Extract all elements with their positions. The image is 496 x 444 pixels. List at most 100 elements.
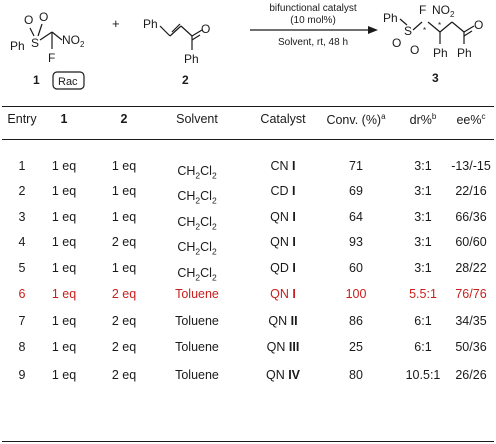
catalyst-cell: QN I: [248, 287, 318, 301]
catalyst-cell: QN I: [248, 210, 318, 224]
catalyst-number: I: [292, 210, 296, 224]
reagent-2-cell: 2 eq: [111, 314, 137, 328]
solvent-cell: CH2Cl2: [150, 189, 244, 206]
catalyst-number: I: [292, 261, 296, 275]
table-top-rule: [2, 106, 494, 107]
catalyst-number: I: [292, 184, 296, 198]
catalyst-number: IV: [288, 368, 301, 382]
solvent-subscript: 2: [211, 170, 217, 181]
ee-cell: 76/76: [455, 287, 487, 301]
catalyst-name: QN: [268, 314, 288, 328]
dr-cell: 3:1: [414, 184, 432, 198]
conversion-cell: 93: [349, 235, 363, 249]
solvent-text: Cl: [200, 240, 212, 254]
compound-1-structure: Ph S O O NO2 F 1 Rac: [10, 10, 85, 90]
solvent-cell: CH2Cl2: [150, 240, 244, 257]
dr-cell: 3:1: [414, 261, 432, 275]
ph-label: Ph: [143, 17, 158, 31]
solvent-text: Toluene: [175, 340, 219, 354]
reagent-1-cell: 1 eq: [51, 235, 77, 249]
solvent-cell: Toluene: [150, 287, 244, 301]
table-header-rule: [2, 139, 494, 140]
ph-label: Ph: [383, 11, 398, 25]
solvent-text: Toluene: [175, 314, 219, 328]
dr-cell: 6:1: [414, 340, 432, 354]
reagent-2-cell: 1 eq: [111, 184, 137, 198]
reaction-arrow: bifunctional catalyst (10 mol%) Solvent,…: [250, 3, 378, 48]
reagent-2-cell: 2 eq: [111, 368, 137, 382]
solvent-cell: CH2Cl2: [150, 266, 244, 283]
conversion-cell: 60: [349, 261, 363, 275]
compound-2-label: 2: [182, 73, 189, 87]
reagent-1-cell: 1 eq: [51, 287, 77, 301]
solvent-cell: Toluene: [150, 340, 244, 354]
catalyst-number: I: [292, 235, 296, 249]
solvent-text: CH: [177, 189, 196, 203]
stereocenter-mark: *: [438, 21, 441, 30]
oxygen-label: O: [39, 10, 48, 24]
rac-box: [52, 71, 85, 90]
ee-cell: 60/60: [455, 235, 487, 249]
catalyst-name: QD: [270, 261, 289, 275]
nitro-label: NO2: [432, 3, 455, 19]
entry-cell: 3: [18, 210, 26, 224]
catalyst-number: III: [288, 340, 300, 354]
solvent-text: Cl: [200, 215, 212, 229]
entry-cell: 5: [18, 261, 26, 275]
catalyst-cell: QN I: [248, 235, 318, 249]
conversion-cell: 25: [349, 340, 363, 354]
reagent-1-cell: 1 eq: [51, 159, 77, 173]
solvent-subscript: 2: [195, 170, 201, 181]
solvent-subscript: 2: [211, 195, 217, 206]
conversion-cell: 69: [349, 184, 363, 198]
catalyst-name: QN: [266, 340, 286, 354]
oxygen-label: O: [410, 43, 419, 57]
dr-cell: 3:1: [414, 210, 432, 224]
catalyst-number: II: [290, 314, 298, 328]
compound-2-structure: Ph O Ph 2: [143, 17, 210, 87]
nitro-label: NO2: [62, 33, 85, 49]
ee-cell: 50/36: [455, 340, 487, 354]
catalyst-name: QN: [270, 235, 289, 249]
catalyst-cell: CN I: [248, 159, 318, 173]
header-reagent-2: 2: [120, 112, 128, 126]
solvent-text: Toluene: [175, 287, 219, 301]
solvent-cell: CH2Cl2: [150, 164, 244, 181]
plus-sign: +: [112, 16, 120, 31]
solvent-subscript: 2: [211, 221, 217, 232]
ee-cell: 34/35: [455, 314, 487, 328]
header-solvent: Solvent: [176, 112, 218, 126]
solvent-condition: Solvent, rt, 48 h: [278, 37, 348, 48]
catalyst-condition: bifunctional catalyst: [269, 3, 356, 14]
solvent-cell: Toluene: [150, 368, 244, 382]
solvent-subscript: 2: [195, 246, 201, 257]
arrow-head-icon: [368, 26, 378, 34]
compound-1-label: 1: [33, 73, 40, 87]
reagent-1-cell: 1 eq: [51, 184, 77, 198]
catalyst-cell: QN III: [248, 340, 318, 354]
dr-cell: 3:1: [414, 159, 432, 173]
catalyst-name: CN: [270, 159, 289, 173]
oxygen-label: O: [474, 18, 483, 32]
ee-cell: 22/16: [455, 184, 487, 198]
solvent-text: Cl: [200, 189, 212, 203]
header-catalyst: Catalyst: [260, 112, 306, 126]
catalyst-cell: CD I: [248, 184, 318, 198]
fluorine-label: F: [419, 3, 426, 17]
entry-cell: 6: [18, 287, 26, 301]
reagent-2-cell: 1 eq: [111, 210, 137, 224]
solvent-subscript: 2: [211, 272, 217, 283]
catalyst-name: QN: [265, 368, 285, 382]
solvent-text: CH: [177, 164, 196, 178]
solvent-subscript: 2: [211, 246, 217, 257]
conversion-cell: 100: [345, 287, 367, 301]
header-reagent-1: 1: [60, 112, 68, 126]
header-conversion: Conv. (%)a: [326, 112, 386, 128]
catalyst-number: I: [292, 159, 296, 173]
table-bottom-rule: [2, 441, 494, 442]
